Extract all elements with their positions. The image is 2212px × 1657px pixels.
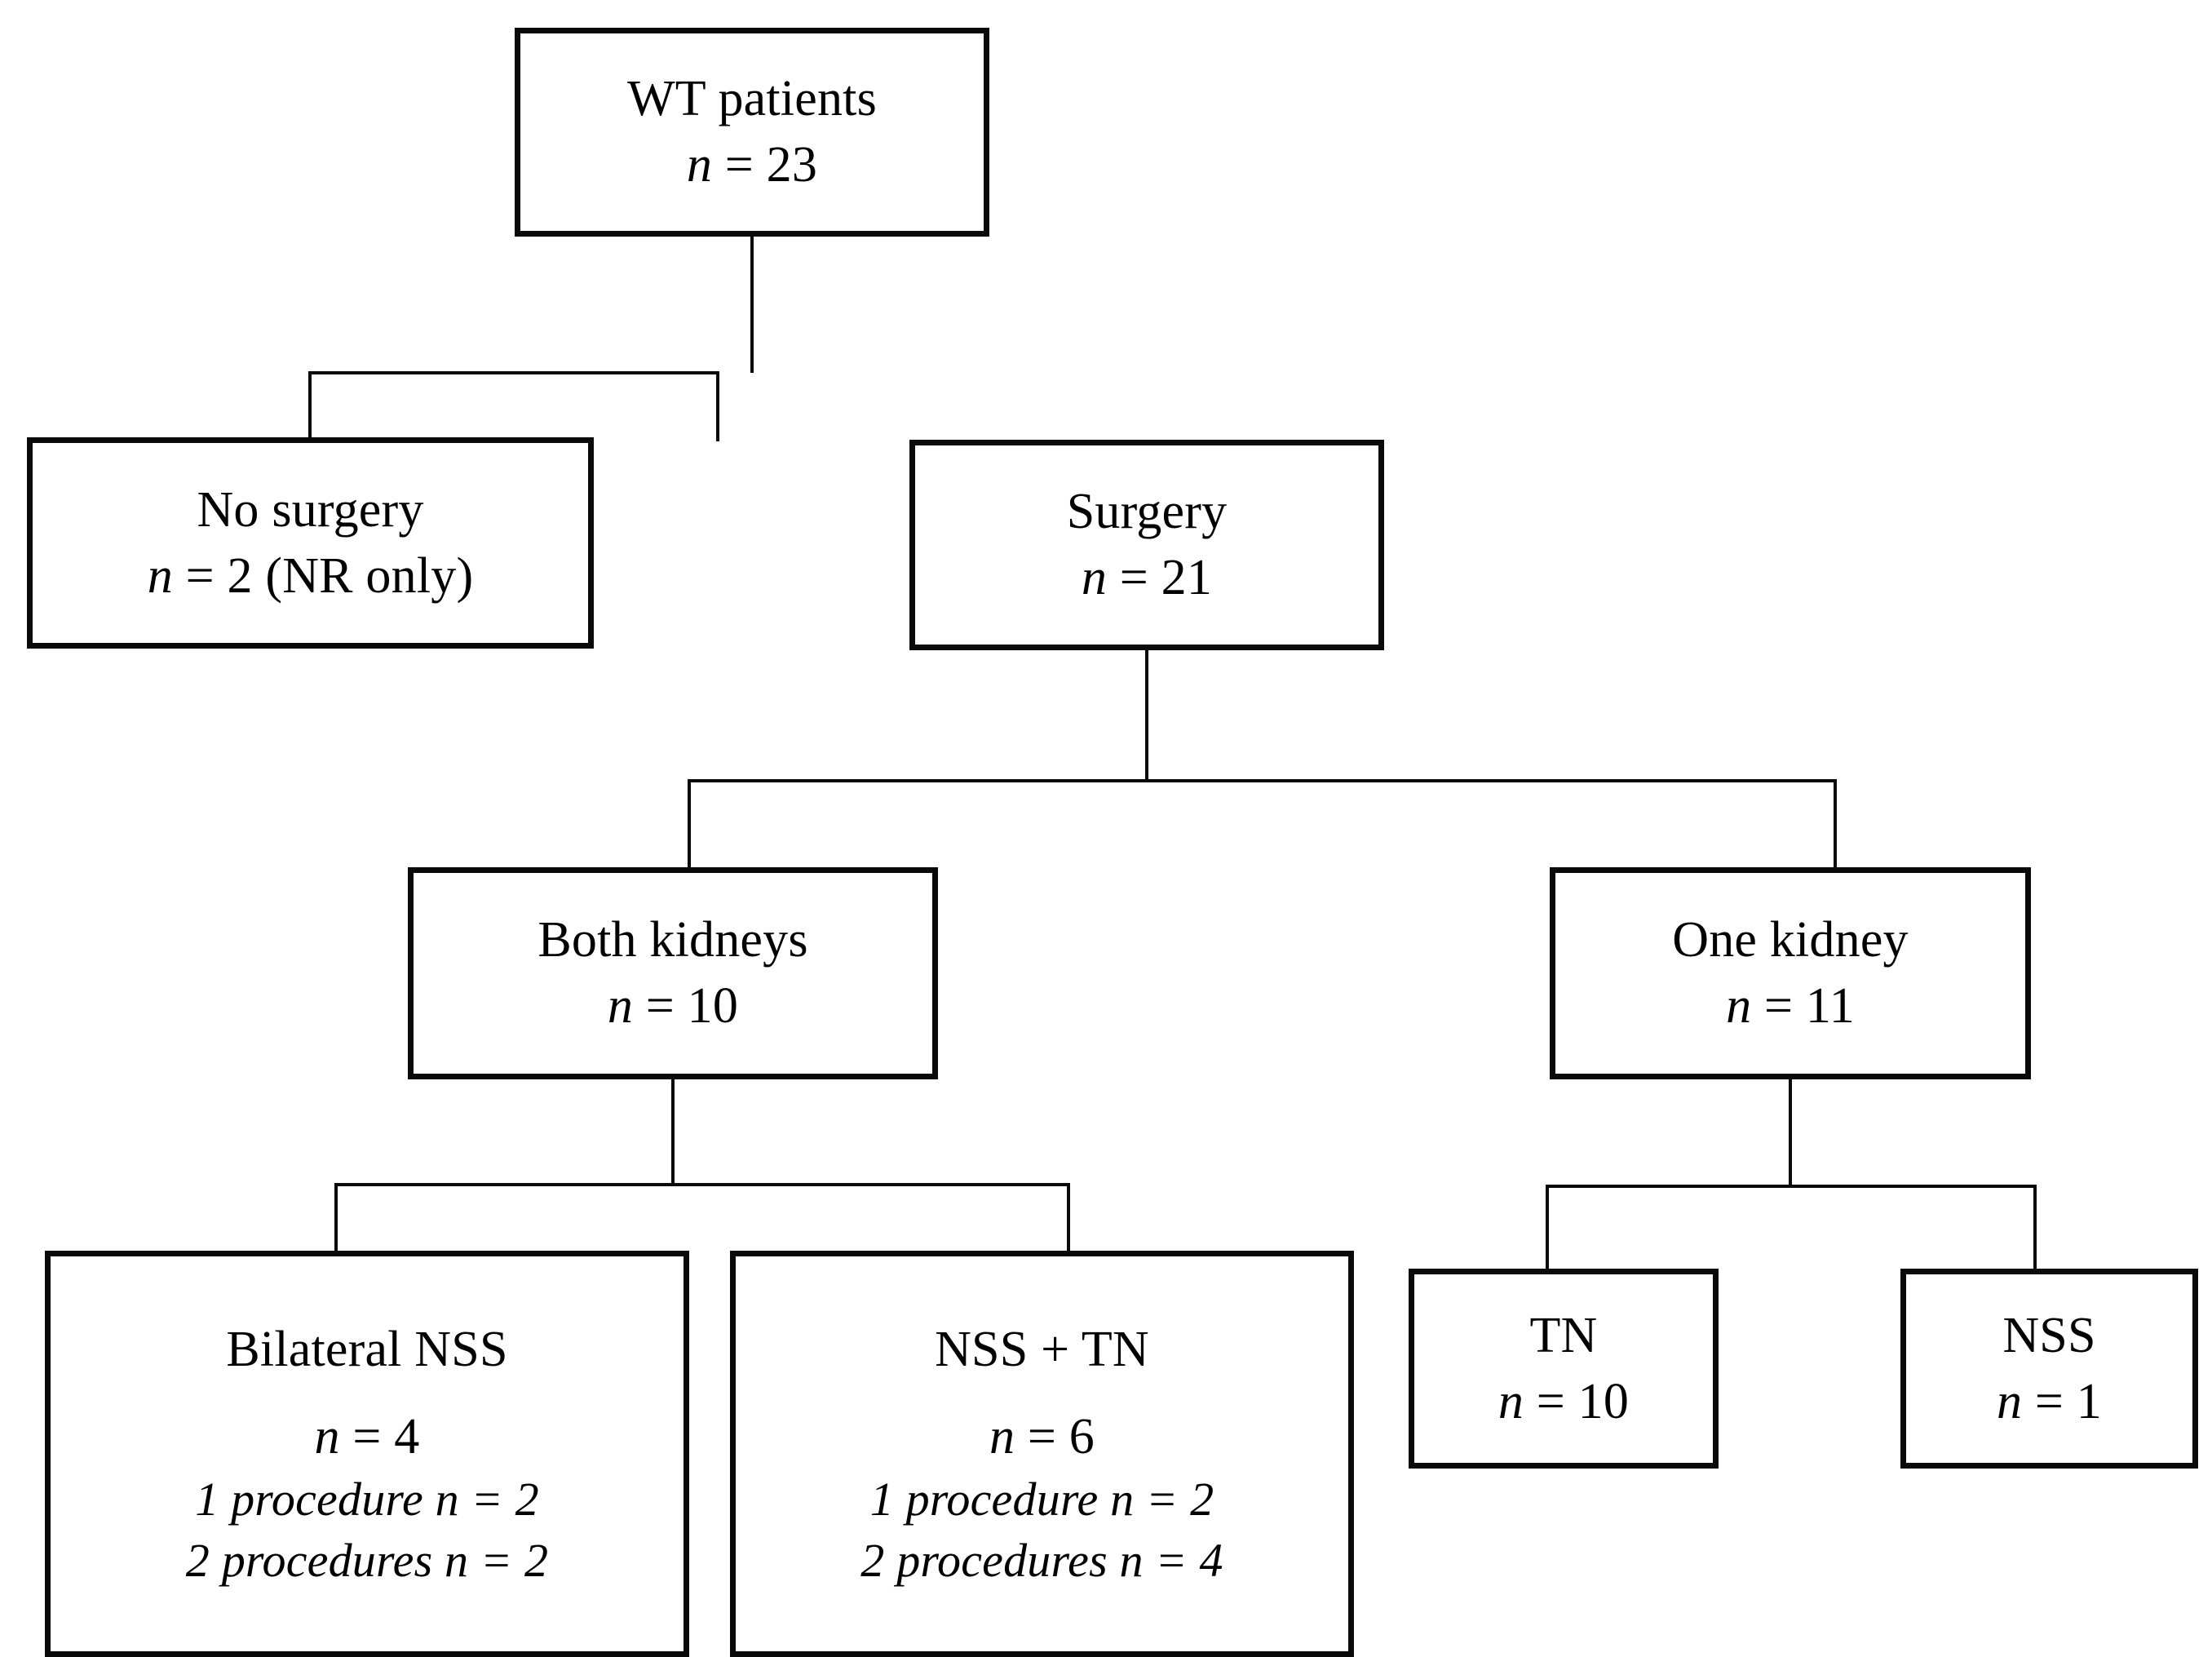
connector-one-kidney-stem bbox=[1789, 1079, 1792, 1187]
connector-surgery-stem bbox=[1145, 650, 1148, 781]
node-count: n = 21 bbox=[1081, 550, 1213, 605]
node-both-kidneys[interactable]: Both kidneys n = 10 bbox=[408, 867, 938, 1079]
connector-drop-surgery bbox=[716, 371, 719, 441]
connector-wt-bus bbox=[308, 371, 719, 374]
node-count: n = 10 bbox=[607, 978, 739, 1034]
node-nss-plus-tn[interactable]: NSS + TN n = 6 1 procedure n = 2 2 proce… bbox=[730, 1251, 1354, 1657]
node-title: Surgery bbox=[1066, 484, 1228, 540]
node-title: WT patients bbox=[627, 71, 877, 127]
node-title: TN bbox=[1529, 1307, 1598, 1363]
node-count: n = 6 bbox=[989, 1408, 1095, 1464]
node-count: n = 4 bbox=[314, 1408, 420, 1464]
node-count: n = 10 bbox=[1498, 1373, 1630, 1429]
node-title: Bilateral NSS bbox=[226, 1322, 508, 1378]
node-title: NSS bbox=[2002, 1307, 2096, 1363]
connector-drop-nss-tn bbox=[1067, 1183, 1070, 1254]
node-nss[interactable]: NSS n = 1 bbox=[1900, 1269, 2198, 1469]
connector-drop-both-kidneys bbox=[688, 779, 691, 869]
node-surgery[interactable]: Surgery n = 21 bbox=[909, 440, 1384, 650]
node-title: No surgery bbox=[197, 481, 424, 538]
node-detail-one-procedure: 1 procedure n = 2 bbox=[869, 1473, 1214, 1526]
node-detail-two-procedures: 2 procedures n = 2 bbox=[185, 1533, 549, 1587]
node-count: n = 1 bbox=[1997, 1373, 2102, 1429]
connector-drop-tn bbox=[1546, 1185, 1549, 1272]
connector-both-kidneys-bus bbox=[334, 1183, 1070, 1186]
node-count: n = 2 (NR only) bbox=[147, 547, 474, 604]
node-wt-patients[interactable]: WT patients n = 23 bbox=[515, 28, 989, 237]
node-count: n = 23 bbox=[686, 137, 818, 193]
node-title: NSS + TN bbox=[935, 1322, 1149, 1378]
node-title: One kidney bbox=[1672, 912, 1909, 968]
node-one-kidney[interactable]: One kidney n = 11 bbox=[1550, 867, 2031, 1079]
connector-one-kidney-bus bbox=[1546, 1185, 2037, 1188]
connector-drop-bilateral-nss bbox=[334, 1183, 338, 1254]
connector-drop-one-kidney bbox=[1834, 779, 1837, 869]
connector-wt-stem bbox=[750, 237, 754, 373]
node-detail-one-procedure: 1 procedure n = 2 bbox=[195, 1473, 539, 1526]
connector-both-kidneys-stem bbox=[671, 1079, 675, 1185]
connector-drop-nss bbox=[2033, 1185, 2037, 1272]
node-detail-two-procedures: 2 procedures n = 4 bbox=[860, 1533, 1223, 1587]
node-no-surgery[interactable]: No surgery n = 2 (NR only) bbox=[27, 437, 594, 649]
node-title: Both kidneys bbox=[538, 912, 808, 968]
node-count: n = 11 bbox=[1726, 978, 1855, 1034]
connector-surgery-bus bbox=[688, 779, 1837, 782]
node-tn[interactable]: TN n = 10 bbox=[1409, 1269, 1719, 1469]
connector-drop-no-surgery bbox=[308, 371, 312, 439]
node-bilateral-nss[interactable]: Bilateral NSS n = 4 1 procedure n = 2 2 … bbox=[45, 1251, 689, 1657]
